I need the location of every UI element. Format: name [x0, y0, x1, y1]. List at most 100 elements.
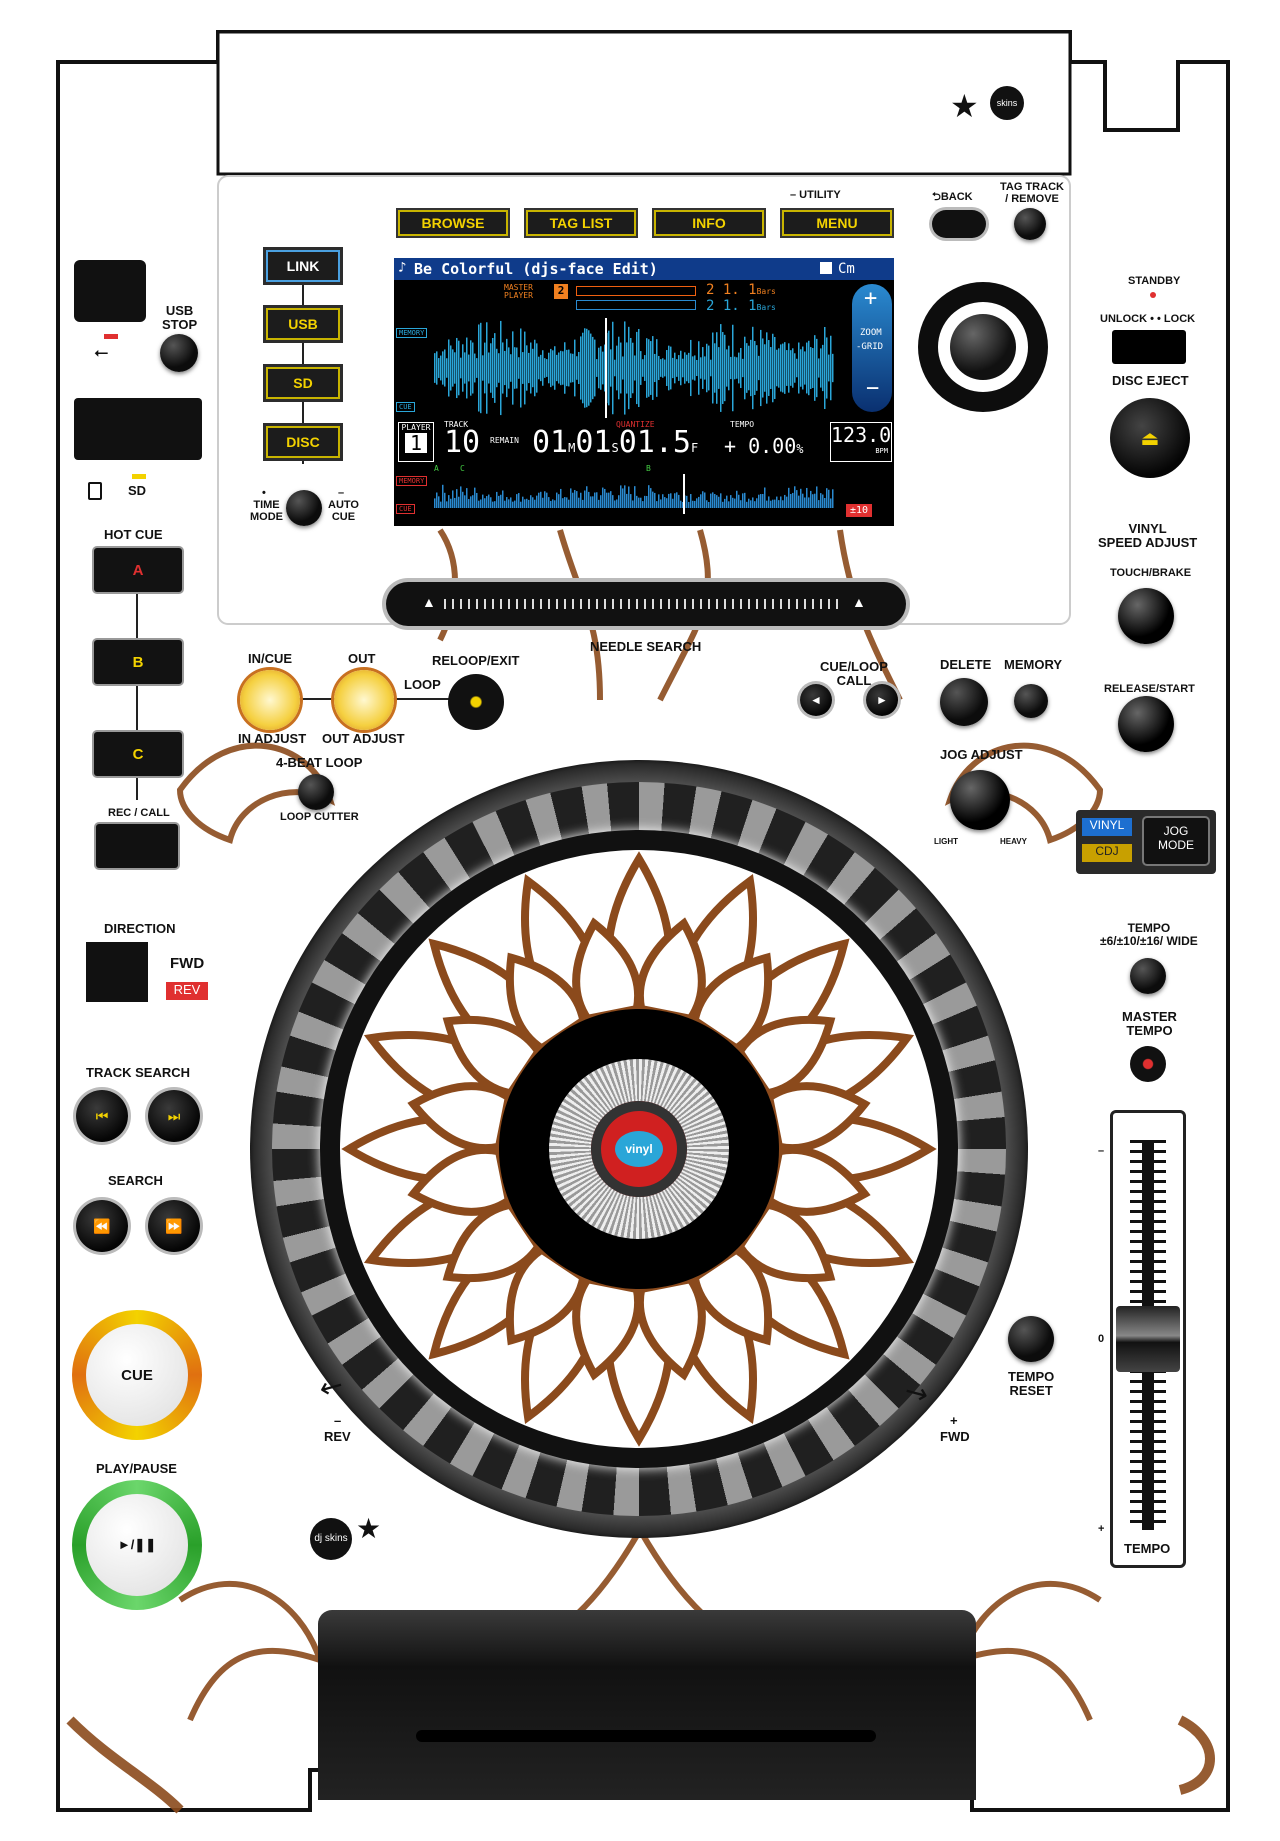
link-button[interactable]: LINK — [266, 250, 340, 282]
waveform-bar — [680, 350, 682, 386]
hot-cue-c-button[interactable]: C — [94, 732, 182, 776]
time-mode-button[interactable] — [286, 490, 322, 526]
waveform-bar — [752, 326, 754, 410]
search-rewind-button[interactable]: ⏪ — [76, 1200, 128, 1252]
out-button[interactable] — [334, 670, 394, 730]
usb-button[interactable]: USB — [266, 308, 340, 340]
waveform-bar — [546, 359, 548, 377]
bpm-unit: BPM — [875, 447, 888, 455]
disc-slot[interactable] — [318, 1610, 976, 1800]
waveform-bar — [686, 354, 688, 382]
jog-wheel[interactable]: vinyl — [250, 760, 1028, 1538]
browse-button[interactable]: BROWSE — [398, 210, 508, 236]
jog-mode-button[interactable]: JOG MODE — [1144, 818, 1208, 864]
waveform-bar — [596, 359, 598, 377]
beat-loop-button[interactable] — [298, 774, 334, 810]
cue-loop-call-prev-button[interactable]: ◄ — [800, 684, 832, 716]
tag-track-button[interactable] — [1014, 208, 1046, 240]
play-pause-button[interactable]: ►/❚❚ — [72, 1480, 202, 1610]
overview-bar — [818, 500, 820, 508]
rec-call-label: REC / CALL — [108, 807, 170, 819]
waveform-bar — [744, 336, 746, 400]
overview-bar — [530, 495, 532, 508]
overview-bar — [536, 495, 538, 508]
track-label: TRACK — [444, 420, 469, 429]
overview-bar — [564, 497, 566, 508]
waveform-bar — [778, 348, 780, 388]
usb-port[interactable] — [74, 260, 146, 322]
cue-loop-call-next-button[interactable]: ► — [866, 684, 898, 716]
logo-badge: skins — [990, 86, 1024, 120]
waveform-bar — [798, 342, 800, 394]
waveform-bar — [498, 353, 500, 383]
info-button[interactable]: INFO — [654, 210, 764, 236]
direction-lever[interactable] — [86, 942, 148, 1002]
track-search-prev-button[interactable]: ⏮ — [76, 1090, 128, 1142]
sd-card-icon — [88, 482, 102, 500]
jog-adjust-knob[interactable] — [950, 770, 1010, 830]
hot-cue-a-button[interactable]: A — [94, 548, 182, 592]
hot-cue-label: HOT CUE — [104, 527, 163, 542]
waveform-bar — [644, 355, 646, 381]
tempo-range-button[interactable] — [1130, 958, 1166, 994]
tempo-fader-handle[interactable] — [1116, 1306, 1180, 1372]
overview-bar — [728, 501, 730, 508]
play-pause-face: ►/❚❚ — [86, 1494, 188, 1596]
jog-fwd-label: FWD — [940, 1429, 970, 1444]
overview-bar — [584, 490, 586, 508]
overview-bar — [668, 493, 670, 508]
hot-cue-b-button[interactable]: B — [94, 640, 182, 684]
touch-brake-knob[interactable] — [1118, 588, 1174, 644]
waveform-bar — [728, 345, 730, 391]
delete-button[interactable] — [940, 678, 988, 726]
search-forward-button[interactable]: ⏩ — [148, 1200, 200, 1252]
flower-petal — [764, 1082, 871, 1153]
logo-star-icon: ★ — [356, 1513, 382, 1544]
tempo-value: + 0.00% — [724, 434, 804, 458]
waveform-bar — [656, 339, 658, 397]
back-icon: ⮌ — [932, 191, 941, 203]
cue-button[interactable]: CUE — [72, 1310, 202, 1440]
fader-minus: – — [1098, 1145, 1105, 1157]
track-search-next-button[interactable]: ⏭ — [148, 1090, 200, 1142]
sd-button[interactable]: SD — [266, 367, 340, 399]
waveform-bar — [662, 358, 664, 378]
delete-label: DELETE — [940, 657, 992, 672]
disc-eject-button[interactable]: ⏏ — [1110, 398, 1190, 478]
in-cue-button[interactable] — [240, 670, 300, 730]
master-tempo-button[interactable] — [1130, 1046, 1166, 1082]
time-display: 01M01S01.5F — [532, 425, 699, 460]
waveform-bar — [436, 351, 438, 385]
tempo-reset-button[interactable] — [1008, 1316, 1054, 1362]
memory-button[interactable] — [1014, 684, 1048, 718]
overview-bar — [830, 498, 832, 508]
back-button[interactable] — [932, 210, 986, 238]
release-start-knob[interactable] — [1118, 696, 1174, 752]
waveform-bar — [634, 355, 636, 381]
rotary-selector[interactable] — [918, 282, 1048, 412]
right-arrow-icon: ► — [876, 693, 888, 707]
waveform-bar — [770, 347, 772, 389]
overview-bar — [808, 497, 810, 508]
waveform-bar — [762, 338, 764, 398]
menu-button[interactable]: MENU — [782, 210, 892, 236]
tag-list-button[interactable]: TAG LIST — [526, 210, 636, 236]
sd-slot[interactable] — [74, 398, 202, 460]
track-search-label: TRACK SEARCH — [86, 1065, 190, 1080]
needle-search-strip[interactable]: ▲ ▲ — [386, 582, 906, 626]
overview-bar — [814, 493, 816, 508]
overview-bar — [710, 493, 712, 508]
waveform-bar — [648, 339, 650, 397]
disc-lock-switch[interactable] — [1112, 330, 1186, 364]
rec-call-button[interactable] — [96, 824, 178, 868]
overview-bar — [522, 496, 524, 508]
overview-bar — [706, 500, 708, 508]
waveform-bar — [572, 353, 574, 383]
memory-tag-top: MEMORY — [396, 328, 428, 338]
reloop-exit-button[interactable] — [448, 674, 504, 730]
disc-button[interactable]: DISC — [266, 426, 340, 458]
overview-bar — [602, 487, 604, 508]
usb-stop-button[interactable] — [160, 334, 198, 372]
waveform-bar — [442, 351, 444, 385]
waveform-bar — [622, 356, 624, 380]
